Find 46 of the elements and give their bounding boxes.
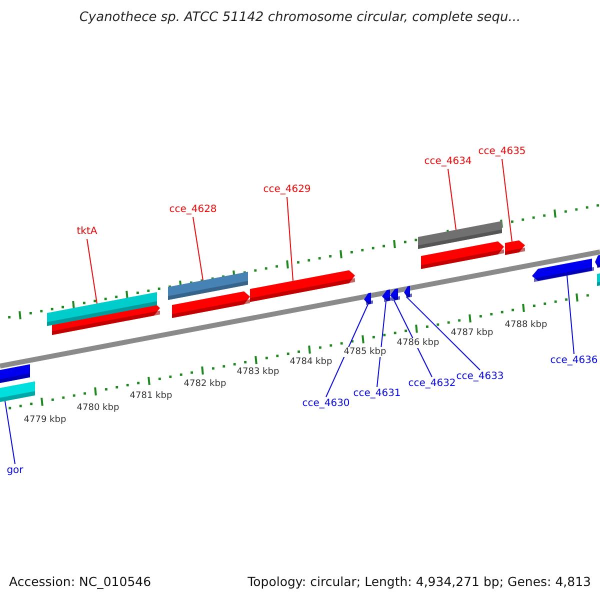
gene-label: cce_4632 (408, 378, 456, 390)
leader-line (502, 158, 512, 242)
scale-label: 4786 kbp (396, 338, 440, 348)
leader-line (376, 300, 386, 388)
leader-line (286, 196, 294, 282)
gene-feature (505, 240, 525, 255)
gene-label: cce_4630 (302, 398, 350, 410)
gene-feature (250, 270, 355, 302)
gene-feature (168, 272, 248, 300)
leader-line (86, 238, 98, 304)
scale-label: 4780 kbp (76, 403, 120, 413)
scale-label: 4788 kbp (504, 320, 548, 330)
scale-label: 4782 kbp (182, 379, 228, 389)
scale-label: 4784 kbp (288, 357, 334, 367)
gene-feature (47, 292, 157, 326)
gene-feature (404, 286, 412, 298)
gene-feature (364, 292, 373, 305)
gene-label: cce_4635 (478, 146, 526, 158)
footer-text: Topology: circular; Length: 4,934,271 bp; Genes: 4,813 (248, 574, 591, 589)
gene-feature (390, 288, 400, 301)
gene-feature (0, 381, 35, 402)
scale-label: 4785 kbp (342, 347, 388, 357)
scale-label: 4779 kbp (22, 415, 68, 425)
map-title: Cyanothece sp. ATCC 51142 chromosome circular, complete sequ... (78, 10, 522, 25)
leader-line (394, 300, 432, 378)
gene-label: cce_4634 (424, 156, 472, 168)
gene-feature (532, 258, 594, 282)
gene-label: cce_4636 (550, 355, 598, 367)
gene-label: gor (6, 465, 24, 477)
leader-line (192, 216, 204, 281)
footer-text: Accession: NC_010546 (9, 574, 152, 589)
leader-line (4, 400, 16, 464)
gene-label: cce_4633 (456, 371, 504, 383)
scale-label: 4783 kbp (236, 367, 280, 377)
scale-label: 4787 kbp (450, 328, 494, 338)
gene-label: cce_4631 (353, 388, 401, 400)
gene-label: cce_4629 (263, 184, 311, 196)
leader-line (406, 296, 480, 370)
gene-feature (418, 221, 502, 249)
scale-label: 4781 kbp (128, 391, 174, 401)
leader-line (448, 168, 456, 230)
leader-line (566, 274, 574, 354)
leader-line (326, 304, 368, 398)
gene-label: tktA (76, 226, 98, 238)
gene-label: cce_4628 (169, 204, 217, 216)
gene-feature (382, 289, 392, 302)
